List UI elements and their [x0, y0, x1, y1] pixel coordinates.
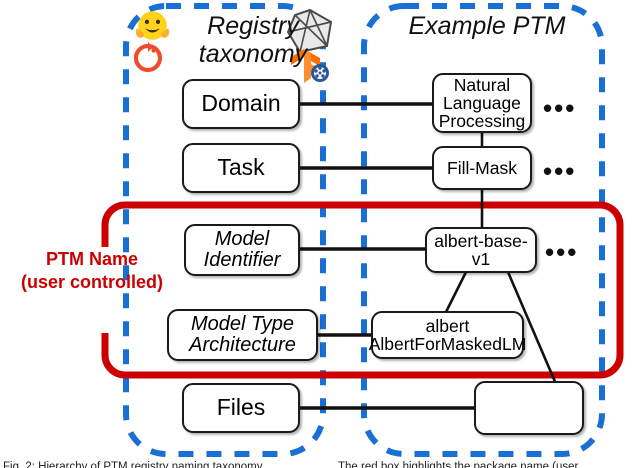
- figure-caption-left: Fig. 2: Hierarchy of PTM registry naming…: [3, 461, 265, 468]
- pytorch-logo: [133, 42, 163, 73]
- taxonomy-node-model-type-architecture[interactable]: Model Type Architecture: [167, 309, 318, 361]
- tree-links: [444, 133, 558, 385]
- ptm-name-annotation: PTM Name (user controlled): [20, 249, 163, 292]
- example-node-fill-mask[interactable]: Fill-Mask: [432, 146, 532, 190]
- ellipsis-after-albert-base-v1: •••: [545, 237, 579, 267]
- example-node-albert-base-v1-label: albert-base-v1: [434, 230, 528, 269]
- keras-logo: [311, 64, 329, 82]
- onnx-logo: [286, 8, 333, 54]
- example-node-nlp[interactable]: Natural Language Processing: [432, 73, 532, 133]
- figure-caption: Fig. 2: Hierarchy of PTM registry naming…: [0, 461, 640, 468]
- taxonomy-node-files[interactable]: Files: [182, 383, 300, 433]
- taxonomy-node-model-type-architecture-label: Model Type Architecture: [189, 313, 296, 356]
- huggingface-logo: [135, 11, 170, 40]
- taxonomy-node-task-label: Task: [217, 154, 265, 181]
- connector-lines: [300, 102, 474, 410]
- example-node-albert-architecture[interactable]: albert AlbertForMaskedLM: [369, 311, 526, 359]
- taxonomy-node-domain[interactable]: Domain: [182, 79, 300, 129]
- ellipsis-after-fill-mask: •••: [543, 156, 577, 186]
- example-node-fill-mask-label: Fill-Mask: [447, 157, 517, 178]
- panel-title-registry-taxonomy: Registry taxonomy: [198, 12, 308, 68]
- figure-caption-right: The red box highlights the package name …: [338, 461, 579, 468]
- example-node-albert-architecture-label: albert AlbertForMaskedLM: [368, 315, 527, 354]
- taxonomy-node-files-label: Files: [216, 394, 266, 421]
- link-albert-arch: [444, 271, 468, 313]
- panel-registry-taxonomy-outline: [123, 3, 326, 457]
- example-node-nlp-label: Natural Language Processing: [438, 74, 526, 132]
- link-albert-files: [506, 271, 558, 385]
- panel-example-ptm-outline: [361, 3, 605, 457]
- example-node-file-artifacts[interactable]: [474, 381, 584, 435]
- taxonomy-node-model-identifier[interactable]: Model Identifier: [184, 224, 300, 276]
- panel-title-example-ptm: Example PTM: [408, 12, 566, 40]
- taxonomy-node-task[interactable]: Task: [182, 143, 300, 193]
- taxonomy-node-model-identifier-label: Model Identifier: [203, 228, 281, 271]
- taxonomy-node-domain-label: Domain: [201, 90, 281, 117]
- example-node-albert-base-v1[interactable]: albert-base-v1: [425, 227, 537, 273]
- ptm-name-highlight-box: [101, 201, 624, 379]
- ellipsis-after-nlp: •••: [543, 93, 577, 123]
